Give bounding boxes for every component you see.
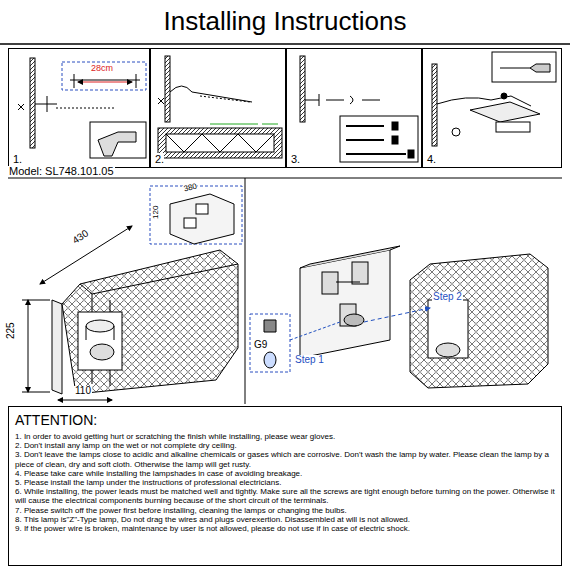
dimension: 110 <box>74 386 92 396</box>
attention-item: 1. In order to avoid getting hurt or scr… <box>15 432 555 441</box>
frame-lines <box>0 44 570 404</box>
step-panel: 2. <box>150 48 286 168</box>
step-label: Step 2 <box>432 292 463 302</box>
step-number: 3. <box>291 153 300 165</box>
step-number: 1. <box>13 153 22 165</box>
attention-item: 5. Please install the lamp under the ins… <box>15 478 555 487</box>
dimension: 430 <box>70 228 91 247</box>
step2-drawing <box>158 56 282 158</box>
step4-drawing <box>432 52 556 146</box>
step-label: Step 1 <box>294 355 325 365</box>
socket-type: G9 <box>253 340 268 350</box>
attention-item: 2. Don't install any lamp on the wet or … <box>15 441 555 450</box>
step-panel: 1. <box>8 48 150 168</box>
step-panel: 3. <box>286 48 422 168</box>
attention-item: 8. This lamp is"Z"-Type lamp, Do not dra… <box>15 515 555 524</box>
dimension: 380 <box>182 182 199 193</box>
step3-drawing <box>300 56 418 162</box>
attention-item: 9. If the power wire is broken, maintena… <box>15 524 555 533</box>
attention-heading: ATTENTION: <box>15 412 555 428</box>
dimension: 225 <box>6 321 16 340</box>
page-title: Installing Instructions <box>0 8 570 34</box>
assembly-drawing <box>250 246 548 388</box>
dimension: 28cm <box>90 64 114 73</box>
attention-item: 4. Please take care while installing the… <box>15 469 555 478</box>
attention-item: 6. While installing, the power leads mus… <box>15 487 555 505</box>
attention-item: 3. Don't leave the lamps close to acidic… <box>15 450 555 468</box>
step-number: 2. <box>155 153 164 165</box>
step-panel: 4. <box>422 48 562 168</box>
step1-drawing <box>18 58 146 158</box>
model-number: Model: SL748.101.05 <box>8 166 115 177</box>
step-number: 4. <box>427 153 436 165</box>
lamp-dimension-drawing <box>22 186 242 400</box>
attention-box: ATTENTION: 1. In order to avoid getting h… <box>8 406 562 566</box>
dimension: 120 <box>152 205 160 220</box>
attention-item: 7. Please switch off the power first bef… <box>15 506 555 515</box>
